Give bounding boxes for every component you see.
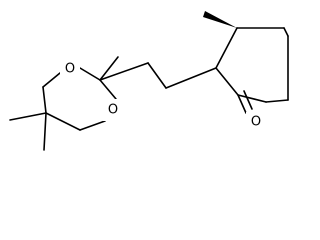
dioxane-oxygen-top: O xyxy=(65,62,75,77)
skeletal-structure: O O O xyxy=(9,11,289,151)
bond-c2-methyl xyxy=(99,56,119,81)
bond-c2-ch2 xyxy=(99,62,149,81)
bond-o3-c4 xyxy=(79,120,106,131)
gem-dimethyl-group xyxy=(9,112,47,151)
bond-c2r-c3r xyxy=(215,27,238,69)
bond-o1-c2 xyxy=(79,67,101,81)
bond-ch2-ch2 xyxy=(147,62,167,89)
bond-c1r-ring-right xyxy=(237,94,267,103)
bond-carbonyl-2 xyxy=(243,90,253,110)
dioxane-oxygen-bottom: O xyxy=(108,103,118,118)
cyclohexanone-ring xyxy=(215,27,289,103)
bond-c6r-c1r xyxy=(265,99,289,103)
stereo-wedge-methyl xyxy=(203,11,237,28)
bond-c2-o3 xyxy=(99,79,117,100)
ketone-double-bond xyxy=(237,90,267,114)
label-mask-o-top xyxy=(60,60,80,78)
label-mask-o-bottom xyxy=(103,99,123,121)
bond-c4r-c5r-visible xyxy=(283,27,289,37)
bond-c5-methyl-down xyxy=(43,112,47,151)
bond-ch2-ring xyxy=(165,67,217,89)
bond-c1r-c2r xyxy=(215,67,239,96)
dioxane-ring xyxy=(42,67,117,131)
label-mask-ketone-o xyxy=(246,112,266,132)
bond-c5-c6 xyxy=(42,86,47,114)
bond-c6-o1 xyxy=(42,72,61,88)
ethylene-linker xyxy=(99,62,217,89)
ketone-oxygen: O xyxy=(251,115,261,130)
bond-c5-methyl-left xyxy=(9,112,47,121)
bond-c4-c5 xyxy=(45,112,81,131)
bond-carbonyl-1 xyxy=(237,94,247,114)
